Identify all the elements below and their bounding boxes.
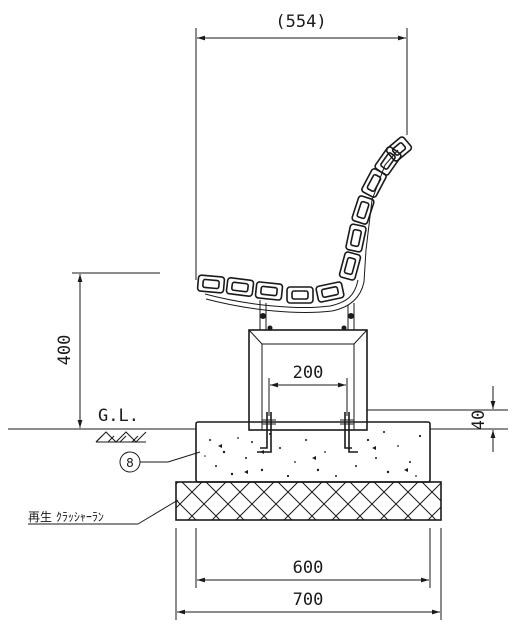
part-number-label: 8	[126, 456, 134, 470]
anchor-bolts	[257, 412, 358, 453]
crushed-run-base	[175, 481, 442, 521]
post-spacing-label: 200	[293, 363, 324, 383]
part-number-callout: 8	[119, 451, 201, 473]
bench-pedestal	[248, 329, 368, 431]
footing-outer-label: 700	[293, 590, 324, 610]
footing-dimensions: 600 700	[175, 528, 442, 620]
embed-depth-dimension: 40	[367, 386, 508, 452]
seat-height-label: 400	[55, 335, 75, 366]
ground-line: G.L.	[8, 406, 508, 443]
base-material-label: 再生 ｸﾗｯｼｬｰﾗﾝ	[28, 510, 104, 524]
post-spacing-dimension: 200	[268, 363, 348, 416]
overall-width-dimension: (554)	[195, 12, 408, 280]
base-material-callout: 再生 ｸﾗｯｼｬｰﾗﾝ	[28, 499, 179, 525]
seat-height-dimension: 400	[55, 272, 160, 428]
overall-width-label: (554)	[275, 12, 326, 32]
concrete-footing	[195, 421, 431, 483]
embed-depth-label: 40	[469, 410, 489, 430]
bench-slats	[196, 136, 413, 304]
footing-inner-label: 600	[293, 558, 324, 578]
ground-line-label: G.L.	[98, 406, 139, 426]
